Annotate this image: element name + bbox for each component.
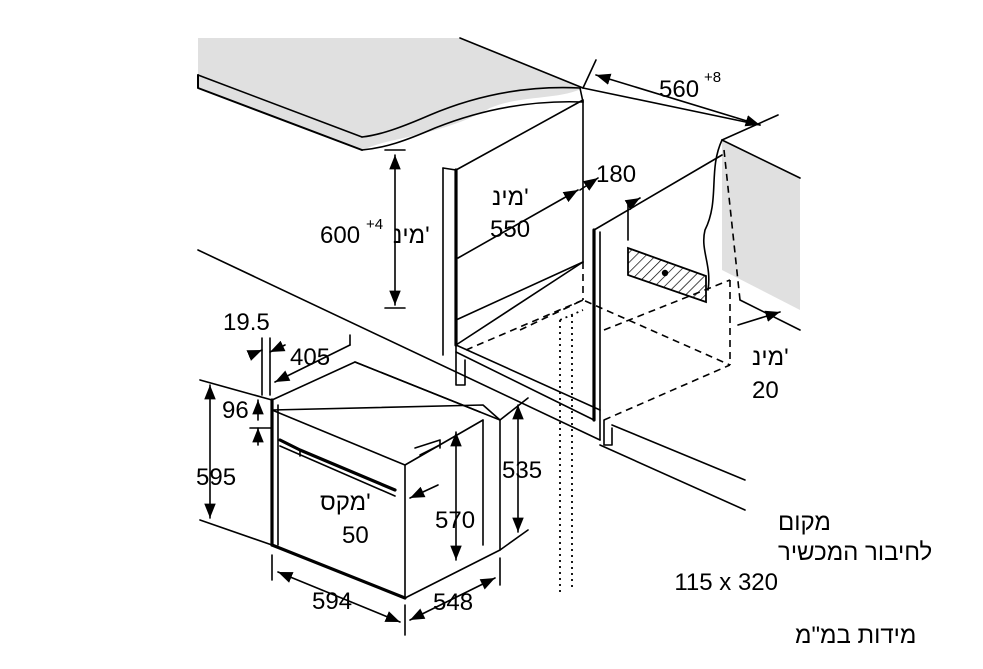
label-550: 550 bbox=[490, 216, 530, 243]
label-max: מקס' bbox=[320, 489, 371, 516]
label-560-sup: +8 bbox=[704, 69, 721, 86]
diagram-title: מידות במ"מ bbox=[795, 622, 916, 649]
connection-note: מקום לחיבור המכשיר 115 x 320 bbox=[674, 509, 932, 596]
label-548: 548 bbox=[433, 589, 473, 616]
label-600-min: מינ' bbox=[393, 222, 430, 249]
label-600: 600 bbox=[320, 222, 360, 249]
connection-note-line2: לחיבור המכשיר bbox=[778, 539, 932, 566]
label-594: 594 bbox=[312, 588, 352, 615]
label-180: 180 bbox=[596, 161, 636, 188]
oven bbox=[270, 361, 501, 600]
label-20: 20 bbox=[752, 377, 779, 404]
connection-note-line3: 115 x 320 bbox=[674, 569, 778, 596]
label-600-sup: +4 bbox=[366, 216, 383, 233]
label-595: 595 bbox=[196, 464, 236, 491]
label-560: 560 bbox=[659, 76, 699, 103]
dimension-labels: 560 +8 600 +4 מינ' מינ' 550 180 מינ' 20 … bbox=[196, 69, 789, 616]
cabinet-niche bbox=[197, 87, 761, 595]
label-550-min: מינ' bbox=[492, 184, 529, 211]
label-20-min: מינ' bbox=[752, 344, 789, 371]
label-535: 535 bbox=[502, 457, 542, 484]
label-50: 50 bbox=[342, 522, 369, 549]
label-405: 405 bbox=[290, 344, 330, 371]
label-570: 570 bbox=[435, 507, 475, 534]
connection-area bbox=[627, 246, 707, 304]
label-19-5: 19.5 bbox=[223, 309, 270, 336]
back-wall bbox=[703, 139, 801, 331]
label-96: 96 bbox=[222, 397, 249, 424]
dimension-lines bbox=[199, 59, 781, 636]
connection-note-line1: מקום bbox=[778, 509, 831, 536]
worktop bbox=[197, 37, 584, 151]
